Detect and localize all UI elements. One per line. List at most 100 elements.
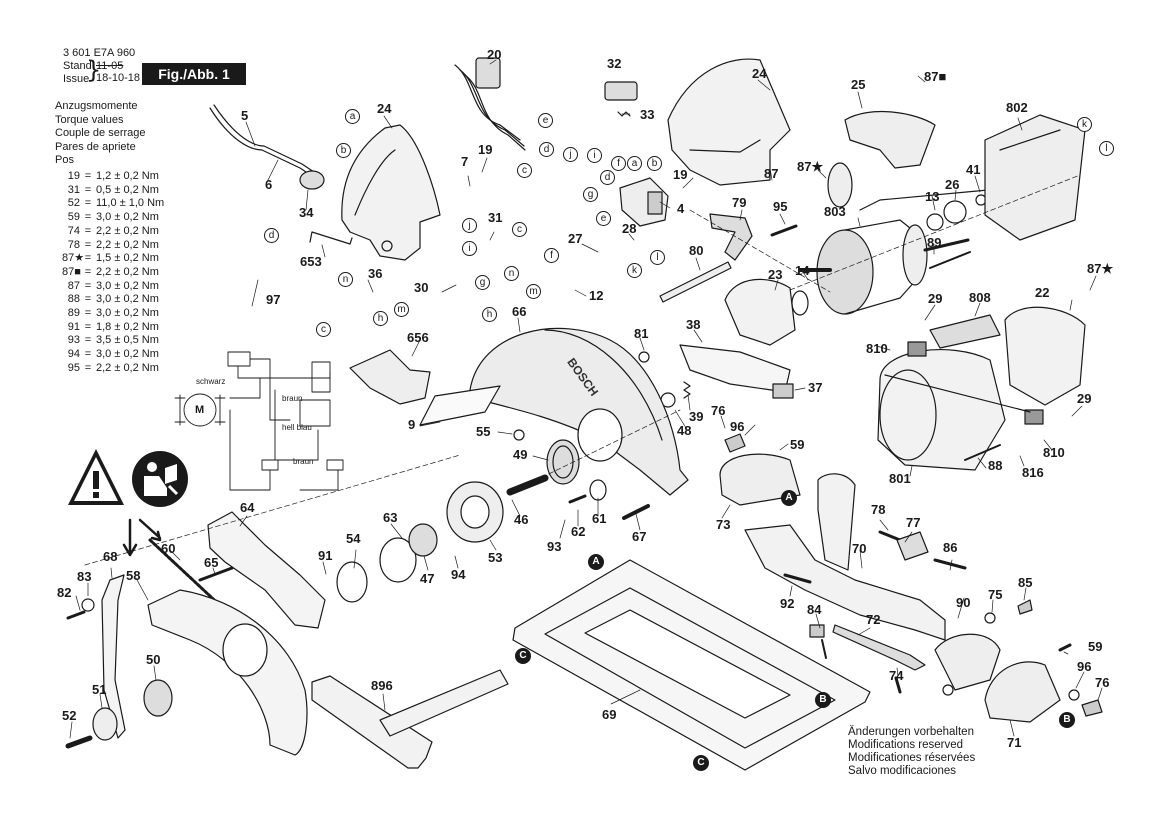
- dimension-line: [884, 374, 1031, 413]
- direction-arrow: [122, 518, 138, 557]
- screw: [568, 494, 587, 504]
- torque-pos: 31: [67, 183, 80, 196]
- part-label: 89: [927, 235, 942, 250]
- screw: [1058, 643, 1072, 652]
- connector-letter: c: [512, 222, 527, 237]
- torque-row: 87■=2,2 ± 0,2 Nm: [62, 266, 164, 280]
- torque-pos: 74: [67, 224, 80, 237]
- part-label: 88: [988, 458, 1003, 473]
- lever: [724, 433, 746, 453]
- torque-pos: 87★: [62, 252, 85, 265]
- torque-value: 3,0 ± 0,2 Nm: [96, 211, 159, 224]
- torque-value: 3,0 ± 0,2 Nm: [96, 293, 159, 306]
- brush-holder: [929, 314, 1001, 349]
- end-cover: [1004, 306, 1086, 406]
- rear-support: [984, 661, 1061, 723]
- clamp-plate: [896, 531, 929, 561]
- part-label: 84: [807, 602, 822, 617]
- base-plate: [512, 559, 871, 771]
- part-label: 96: [730, 419, 745, 434]
- part-label: 80: [689, 243, 704, 258]
- torque-value: 11,0 ± 1,0 Nm: [96, 197, 165, 210]
- torque-value: 3,5 ± 0,5 Nm: [96, 334, 159, 347]
- part-label: 5: [241, 108, 249, 123]
- part-label: 70: [852, 541, 867, 556]
- part-label: 20: [487, 47, 502, 62]
- torque-row: 19=1,2 ± 0,2 Nm: [62, 170, 164, 184]
- torque-row: 88=3,0 ± 0,2 Nm: [62, 293, 164, 307]
- torque-row: 87★=1,5 ± 0,2 Nm: [62, 252, 164, 266]
- connector-letter: g: [583, 187, 598, 202]
- wire-label: schwarz: [196, 377, 226, 386]
- notes: Änderungen vorbehalten Modifications res…: [848, 726, 975, 778]
- torque-heading: Pos: [55, 154, 74, 166]
- part-label: 81: [634, 326, 649, 341]
- torque-heading: Torque values: [55, 113, 124, 126]
- part-label: 58: [126, 568, 141, 583]
- part-label: 9: [408, 417, 416, 432]
- torque-sep: =: [84, 170, 92, 182]
- torque-row: 87=3,0 ± 0,2 Nm: [62, 280, 164, 294]
- stand-label: Stand: [63, 60, 92, 72]
- bearing: [926, 213, 944, 231]
- screw: [933, 558, 967, 570]
- part-label: 63: [383, 510, 398, 525]
- clamp-bracket: [709, 213, 753, 261]
- part-label: 72: [866, 612, 881, 627]
- part-label: 71: [1007, 735, 1022, 750]
- part-label: 29: [928, 291, 943, 306]
- part-label: 94: [451, 567, 466, 582]
- issue-label: Issue: [63, 73, 90, 85]
- guard-retract-lever: [101, 574, 126, 739]
- connector-letter: f: [611, 156, 626, 171]
- connector-letter: d: [264, 228, 279, 243]
- screw: [198, 566, 234, 582]
- spindle-shaft: [506, 474, 549, 496]
- axis-lines: [84, 174, 1081, 566]
- wire-label: braun: [293, 457, 314, 466]
- part-label: 69: [602, 707, 617, 722]
- torque-sep: =: [84, 211, 92, 224]
- hex-key: [309, 231, 353, 245]
- torque-row: 94=3,0 ± 0,2 Nm: [62, 348, 164, 362]
- part-label: 24: [752, 66, 767, 81]
- torque-sep: =: [84, 279, 92, 292]
- part-label: 810: [1043, 445, 1065, 460]
- part-label: 87★: [797, 159, 824, 174]
- part-label: 653: [300, 254, 322, 269]
- torque-value: 3,0 ± 0,2 Nm: [96, 307, 159, 320]
- field-coil: [984, 114, 1086, 241]
- part-label: 28: [622, 221, 637, 236]
- part-label: 54: [346, 531, 361, 546]
- part-label: 22: [1035, 285, 1050, 300]
- washer: [513, 429, 525, 441]
- figure-label: Fig./Abb. 1: [142, 63, 246, 85]
- reference-mark: B: [815, 692, 831, 708]
- torque-row: 93=3,5 ± 0,5 Nm: [62, 334, 164, 348]
- issue-value: 18-10-18: [96, 72, 141, 84]
- connector-letter: g: [475, 275, 490, 290]
- power-cord: [209, 104, 325, 190]
- part-label: 52: [62, 708, 77, 723]
- part-label: 36: [368, 266, 383, 281]
- lower-guard-lever: [207, 511, 326, 629]
- torque-pos: 94: [67, 348, 80, 361]
- bearing: [943, 200, 967, 224]
- note-line: Modificationes réservées: [848, 752, 976, 764]
- part-label: 74: [889, 668, 904, 683]
- washer: [1068, 689, 1080, 701]
- end-cap: [827, 110, 936, 208]
- torque-value: 3,0 ± 0,2 Nm: [96, 348, 159, 361]
- torque-pos: 59: [67, 211, 80, 224]
- bushing: [589, 479, 607, 501]
- torque-row: 89=3,0 ± 0,2 Nm: [62, 307, 164, 321]
- part-label: 38: [686, 317, 701, 332]
- part-label: 85: [1018, 575, 1033, 590]
- nut: [984, 612, 996, 624]
- connector-letter: c: [517, 163, 532, 178]
- screw: [783, 573, 812, 584]
- torque-pos: 95: [67, 361, 80, 374]
- switch-module: [619, 177, 669, 227]
- locking-lever: [832, 624, 926, 671]
